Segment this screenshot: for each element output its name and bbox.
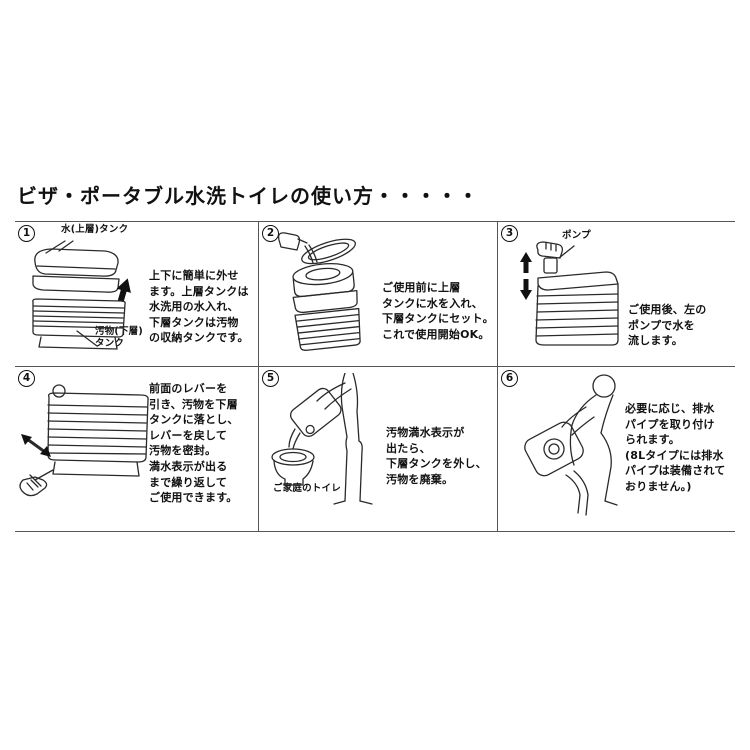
step-1-text: 上下に簡単に外せ ます。上層タンクは 水洗用の水入れ、 下層タンクは汚物 の収納… — [149, 269, 249, 345]
pour-water-illustration — [277, 232, 361, 351]
lower-tank — [32, 298, 126, 350]
step-3-panel: 3 ポンプ ご使用後、左の ポンプで水を 流します。 — [498, 222, 735, 366]
up-arrow-icon — [520, 252, 532, 273]
person — [561, 374, 618, 506]
step-1-number: 1 — [18, 225, 35, 242]
lift-arrow-icon — [116, 278, 131, 303]
home-toilet — [271, 448, 315, 486]
step-6-text: 必要に応じ、排水 パイプを取り付け られます。 (8Lタイプには排水 パイプは装… — [625, 402, 726, 494]
leader-lines — [45, 240, 74, 254]
tank-cap — [52, 384, 66, 398]
water-stream — [304, 244, 318, 264]
page-title: ビザ・ポータブル水洗トイレの使い方・・・・・ — [17, 184, 479, 208]
divider-col-1 — [258, 221, 259, 531]
tank — [289, 387, 342, 437]
water-jug — [277, 232, 318, 264]
step-4-text: 前面のレバーを 引き、汚物を下層 タンクに落とし、 レバーを戻して 汚物を密封。… — [149, 382, 239, 505]
empty-tank-illustration — [271, 373, 373, 505]
step-1-panel: 1 水(上層)タンク 汚物(下層) タンク 上下に簡単に外せ ます。上層タンクは… — [15, 222, 258, 366]
lower-tank — [47, 392, 149, 477]
divider-col-2 — [497, 221, 498, 531]
person — [316, 373, 373, 505]
pump-label: ポンプ — [562, 230, 591, 241]
step-4-panel: 4 前面のレバーを 引き、汚物を下層 タンクに落とし、 レバーを戻して 汚物を密… — [15, 367, 258, 531]
tanks-separated-illustration — [32, 240, 131, 350]
drain-pipe — [565, 470, 589, 516]
home-toilet-label: ご家庭のトイレ — [273, 483, 341, 494]
tank — [524, 421, 584, 477]
step-3-text: ご使用後、左の ポンプで水を 流します。 — [628, 303, 707, 348]
step-6-number: 6 — [501, 370, 518, 387]
hand — [536, 241, 564, 259]
lever-pull-illustration — [19, 384, 149, 497]
pump-press-illustration — [520, 241, 619, 346]
hand — [19, 476, 48, 497]
step-6-panel: 6 必要に応じ、排水 パイプを取り付け られます。 (8Lタイプには排水 パイプ… — [498, 367, 735, 531]
step-5-number: 5 — [262, 370, 279, 387]
drain-pipe-illustration — [524, 374, 618, 516]
divider-middle — [15, 366, 735, 367]
step-3-number: 3 — [501, 225, 518, 242]
leader-line — [558, 245, 575, 259]
step-4-number: 4 — [18, 370, 35, 387]
step-2-number: 2 — [262, 225, 279, 242]
toilet-with-open-lid — [292, 238, 361, 351]
lower-tank-label: 汚物(下層) タンク — [95, 326, 143, 349]
arrow-head-down — [40, 446, 51, 457]
tank — [535, 271, 619, 346]
divider-bottom — [15, 531, 735, 532]
upper-tank — [32, 248, 120, 293]
arrow-head-up — [21, 434, 32, 445]
divider-top — [15, 221, 735, 222]
upper-tank-label: 水(上層)タンク — [61, 224, 129, 235]
step-5-text: 汚物満水表示が 出たら、 下層タンクを外し、 汚物を廃棄。 — [386, 426, 487, 486]
step-5-panel: 5 ご家庭のトイレ 汚物満水表示が 出たら、 下層タンクを外し、 汚物を廃棄。 — [259, 367, 497, 531]
waste-stream — [288, 428, 301, 450]
step-2-text: ご使用前に上層 タンクに水を入れ、 下層タンクにセット。 これで使用開始OK。 — [382, 281, 494, 341]
pump — [543, 257, 558, 274]
double-arrow-line — [25, 437, 47, 454]
down-arrow-icon — [520, 279, 532, 300]
step-2-panel: 2 ご使用前に上層 タンクに水を入れ、 下層タンクにセット。 これで使用開始OK… — [259, 222, 497, 366]
leader-line-lower — [76, 330, 98, 347]
